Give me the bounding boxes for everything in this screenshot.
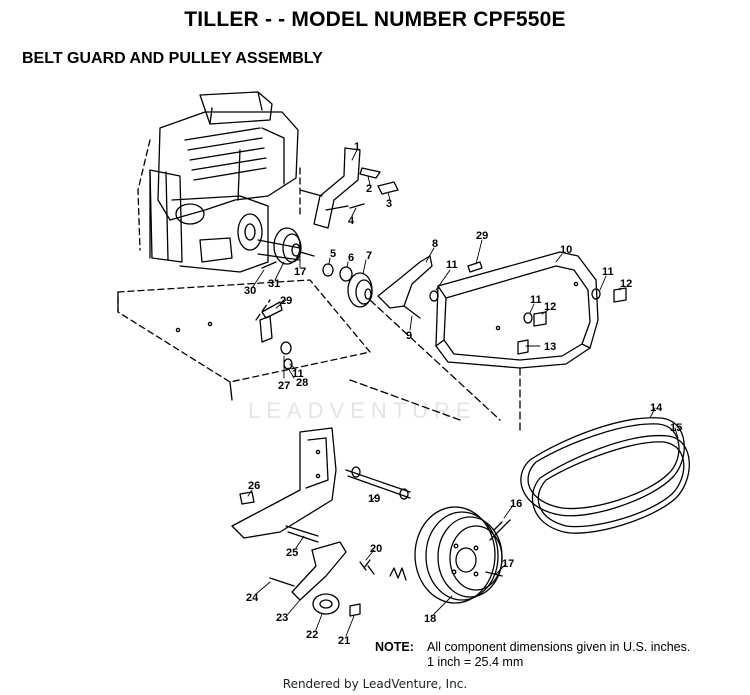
alignment-lines bbox=[255, 299, 521, 431]
support-bracket bbox=[231, 427, 337, 539]
callout-7: 7 bbox=[366, 250, 372, 262]
callout-3: 3 bbox=[386, 198, 392, 210]
callout-9: 9 bbox=[406, 330, 412, 342]
callout-28: 28 bbox=[296, 377, 308, 389]
callout-19: 19 bbox=[368, 493, 380, 505]
callout-17: 17 bbox=[502, 558, 514, 570]
engine bbox=[137, 91, 301, 273]
callout-5: 5 bbox=[330, 248, 336, 260]
callout-30: 30 bbox=[244, 285, 256, 297]
callout-4: 4 bbox=[348, 215, 355, 227]
callout-11: 11 bbox=[602, 266, 614, 278]
drive-pulley bbox=[414, 506, 511, 604]
idler-assembly bbox=[322, 255, 433, 319]
callout-1: 1 bbox=[354, 141, 360, 153]
callout-12: 12 bbox=[620, 278, 632, 290]
mounting-plate bbox=[117, 279, 371, 401]
callout-11: 11 bbox=[530, 294, 542, 306]
callout-23: 23 bbox=[276, 612, 288, 624]
callout-2: 2 bbox=[366, 183, 372, 195]
callout-14: 14 bbox=[650, 402, 663, 414]
callout-29: 29 bbox=[280, 295, 292, 307]
assembly-subtitle: BELT GUARD AND PULLEY ASSEMBLY bbox=[22, 50, 323, 67]
callout-13: 13 bbox=[544, 341, 556, 353]
callout-26: 26 bbox=[248, 480, 260, 492]
note-line-2: 1 inch = 25.4 mm bbox=[427, 655, 524, 669]
leader-lines bbox=[247, 149, 679, 637]
footer-credit: Rendered by LeadVenture, Inc. bbox=[282, 677, 468, 691]
callout-31: 31 bbox=[268, 278, 280, 290]
callout-16: 16 bbox=[510, 498, 522, 510]
mounting-bracket bbox=[299, 147, 399, 229]
callout-25: 25 bbox=[286, 547, 298, 559]
callout-21: 21 bbox=[338, 635, 350, 647]
callout-20: 20 bbox=[370, 543, 382, 555]
callout-11: 11 bbox=[292, 368, 304, 380]
callout-22: 22 bbox=[306, 629, 318, 641]
diagram-title: TILLER - - MODEL NUMBER CPF550E bbox=[184, 8, 566, 31]
callout-8: 8 bbox=[432, 238, 438, 250]
callout-17: 17 bbox=[294, 266, 306, 278]
note-label: NOTE: bbox=[375, 640, 414, 654]
lower-idler-assembly bbox=[269, 525, 407, 617]
callout-15: 15 bbox=[670, 422, 682, 434]
callout-12: 12 bbox=[544, 301, 556, 313]
dimension-note: NOTE: All component dimensions given in U… bbox=[375, 640, 690, 670]
v-belts bbox=[520, 417, 690, 534]
engine-pulley bbox=[261, 227, 315, 269]
note-line-1: All component dimensions given in U.S. i… bbox=[427, 640, 691, 654]
callout-24: 24 bbox=[246, 592, 259, 604]
callout-29: 29 bbox=[476, 230, 488, 242]
callout-27: 27 bbox=[278, 380, 290, 392]
callout-numbers: 1 2 3 4 5 6 7 8 29 11 10 11 12 11 12 13 … bbox=[244, 141, 682, 647]
callout-10: 10 bbox=[560, 244, 572, 256]
belt-guard bbox=[429, 251, 627, 369]
callout-11: 11 bbox=[446, 259, 458, 271]
callout-6: 6 bbox=[348, 252, 354, 264]
callout-18: 18 bbox=[424, 613, 436, 625]
note-text: All component dimensions given in U.S. i… bbox=[427, 640, 690, 670]
shaft bbox=[345, 466, 411, 500]
